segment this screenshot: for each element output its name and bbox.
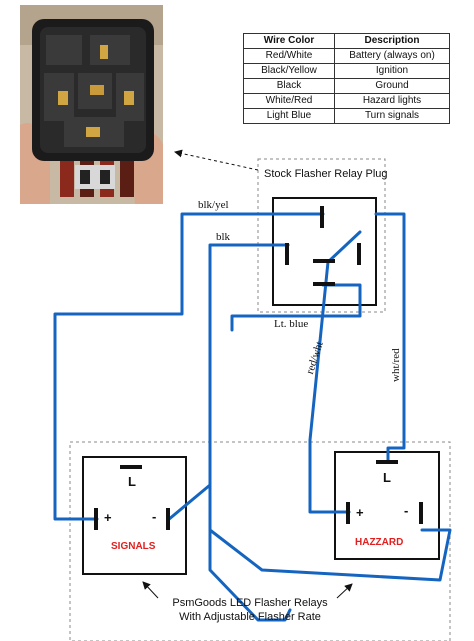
wire-label-blk-yel: blk/yel (198, 199, 229, 211)
legend-row: Red/White Battery (always on) (243, 48, 450, 64)
wire-blk-yel (53, 212, 325, 521)
signals-plus-label: + (104, 510, 112, 525)
stock-terminal-middle (313, 259, 335, 263)
hazard-terminal-plus (346, 502, 350, 524)
signals-terminal-l (120, 465, 142, 469)
wire-color-legend-table: Wire Color Description Red/White Battery… (243, 33, 450, 124)
led-relays-dashed-box (69, 441, 451, 641)
legend-row: Black Ground (243, 78, 450, 94)
photo-pointer-arrow (174, 149, 259, 171)
legend-row: Light Blue Turn signals (243, 108, 450, 124)
stock-terminal-right (357, 243, 361, 265)
stock-plug-dashed-box (257, 158, 386, 313)
stock-plug-label: Stock Flasher Relay Plug (264, 168, 388, 180)
signals-load-label: L (128, 474, 136, 489)
signals-relay-name: SIGNALS (111, 541, 156, 552)
hazard-terminal-minus (419, 502, 423, 524)
wire-wht-red (374, 212, 406, 462)
wire-label-wht-red: wht/red (390, 348, 402, 382)
hazard-plus-label: + (356, 505, 364, 520)
wire-label-lt-blue: Lt. blue (274, 318, 309, 330)
stock-terminal-left (285, 243, 289, 265)
legend-wire-color: Light Blue (243, 108, 335, 124)
stock-terminal-bottom (313, 282, 335, 286)
relays-caption-line2: With Adjustable Flasher Rate (179, 611, 321, 623)
signals-terminal-plus (94, 508, 98, 530)
hazard-minus-label: - (404, 503, 409, 518)
relays-caption-line1: PsmGoods LED Flasher Relays (172, 597, 328, 609)
stock-terminal-top (320, 206, 324, 228)
caption-arrow-left (142, 581, 159, 599)
hazard-load-label: L (383, 470, 391, 485)
caption-arrow-right (336, 583, 353, 599)
wire-lt-blue (230, 283, 362, 332)
wire-red-wht (308, 230, 362, 514)
wire-label-blk: blk (216, 231, 231, 243)
signals-relay-box (82, 456, 187, 575)
hazard-terminal-l (376, 460, 398, 464)
signals-minus-label: - (152, 509, 157, 524)
legend-description: Turn signals (334, 108, 450, 124)
wire-signals-to-hazard (166, 483, 452, 582)
connector-photo (20, 5, 163, 204)
signals-terminal-minus (166, 508, 170, 530)
wire-blk (208, 243, 292, 622)
hazard-relay-name: HAZZARD (355, 537, 404, 548)
